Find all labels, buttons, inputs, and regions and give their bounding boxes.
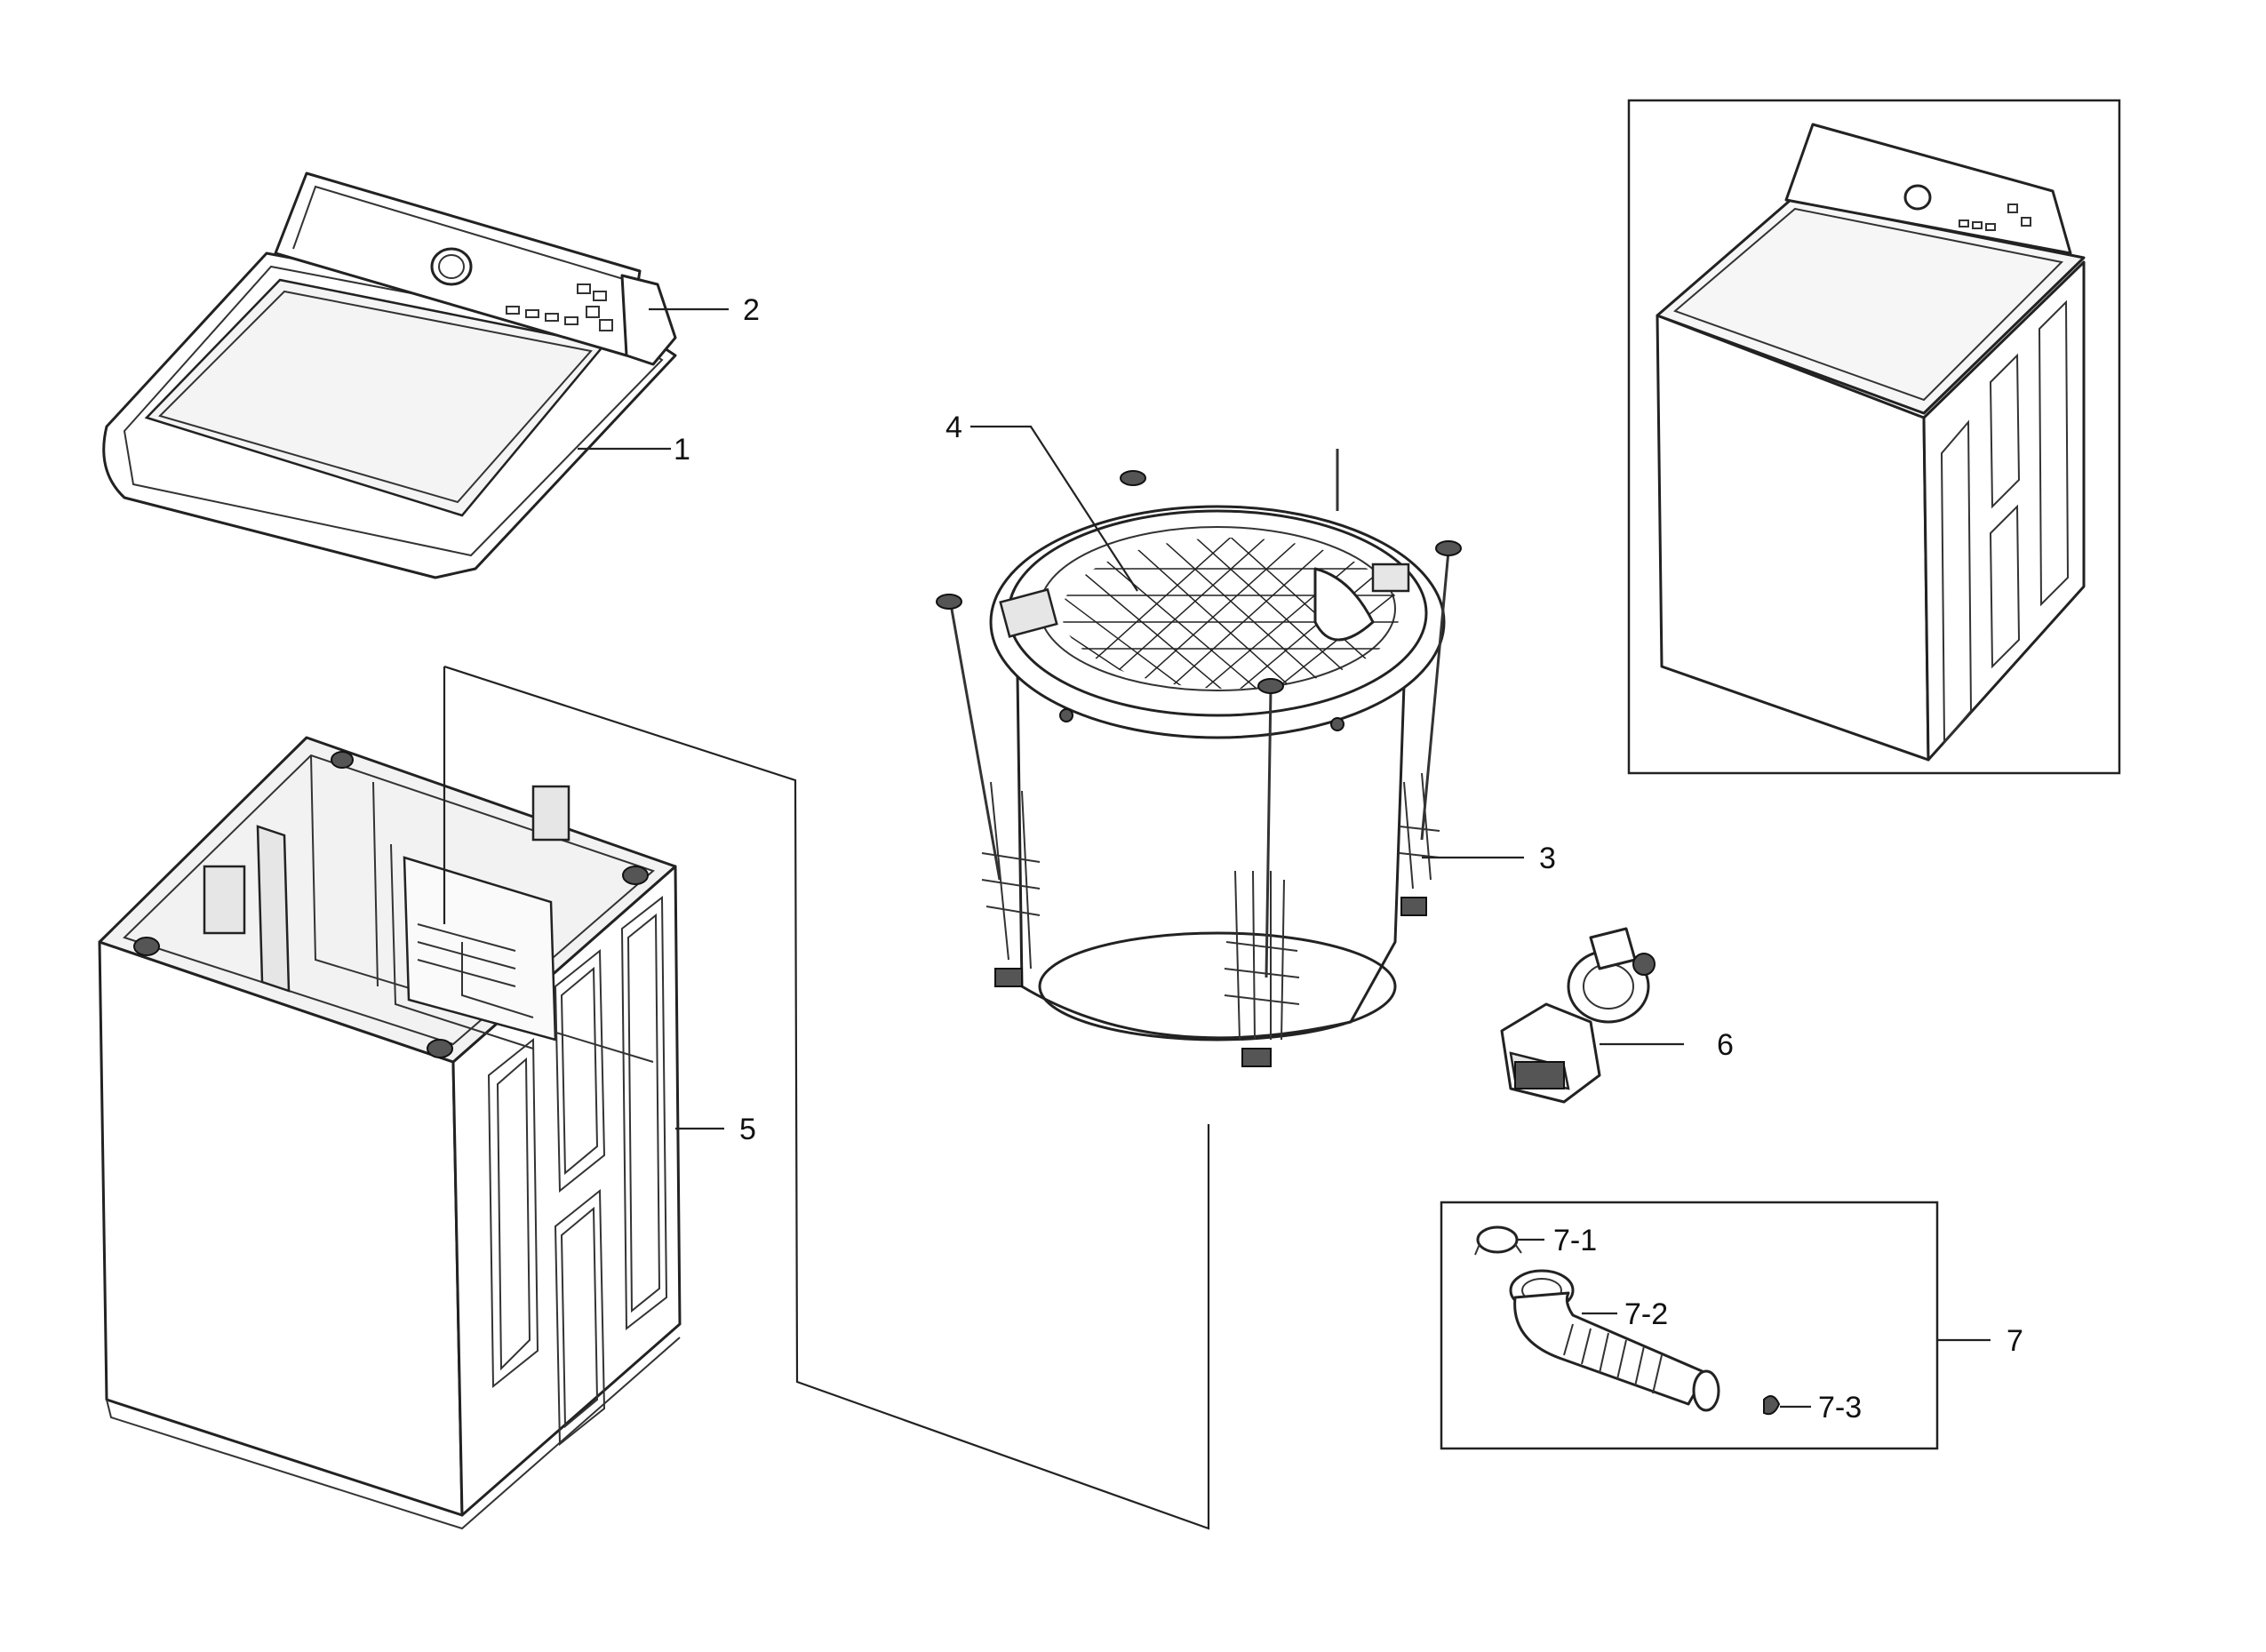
hose-kit-frame bbox=[1440, 1201, 1939, 1450]
damper-right bbox=[1399, 772, 1440, 916]
top-cover-assembly bbox=[102, 172, 677, 579]
damper-center bbox=[1224, 870, 1300, 1067]
callout-7-1: 7-1 bbox=[1553, 1224, 1597, 1257]
callout-5: 5 bbox=[739, 1113, 756, 1146]
callout-3: 3 bbox=[1539, 842, 1556, 875]
callout-4: 4 bbox=[945, 411, 962, 444]
hose-clamp-large bbox=[1476, 1225, 1519, 1254]
assembled-washer-inset bbox=[1627, 99, 2121, 775]
callout-1: 1 bbox=[674, 433, 690, 467]
hose-outlet bbox=[1692, 1369, 1720, 1412]
cabinet bbox=[98, 736, 682, 1530]
hose-kit bbox=[1440, 1201, 1939, 1450]
damper-left bbox=[981, 781, 1041, 987]
callout-2: 2 bbox=[743, 293, 760, 327]
tub-assembly bbox=[936, 449, 1462, 1067]
inset-frame bbox=[1627, 99, 2121, 775]
drain-pump bbox=[1500, 927, 1656, 1104]
callout-7-3: 7-3 bbox=[1818, 1391, 1862, 1425]
callout-7-2: 7-2 bbox=[1624, 1297, 1668, 1331]
callout-7: 7 bbox=[2007, 1324, 2023, 1358]
hose-clamp-small bbox=[1763, 1395, 1781, 1416]
connection-lines bbox=[443, 665, 1210, 1530]
callout-6: 6 bbox=[1717, 1028, 1734, 1062]
leader-lines bbox=[578, 307, 1991, 1409]
callout-labels: 2 1 4 3 5 6 7 7-1 7-2 7-3 bbox=[674, 293, 2023, 1425]
